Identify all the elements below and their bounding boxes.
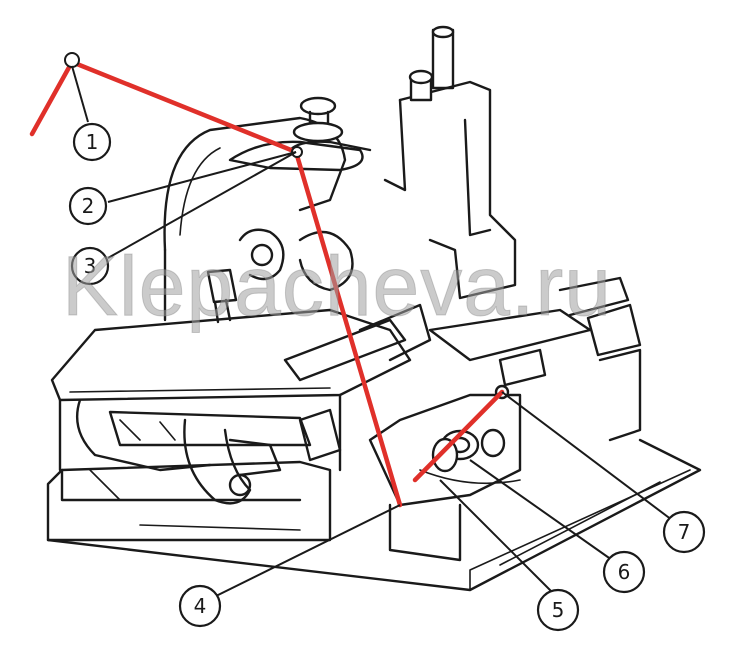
cloth-plate	[428, 276, 642, 442]
callout-label: 5	[552, 598, 565, 622]
machine-base	[46, 438, 702, 592]
callout-label: 7	[678, 520, 691, 544]
leader-lines	[71, 65, 673, 599]
presser-column	[383, 25, 517, 300]
machine-bed	[50, 308, 412, 472]
callout-2: 2	[68, 186, 108, 226]
thread-path	[29, 52, 505, 508]
thread-guide-1	[64, 52, 80, 68]
callout-label: 3	[84, 254, 97, 278]
callout-5: 5	[536, 588, 580, 632]
thread-line-lower	[412, 389, 505, 483]
callout-label: 1	[86, 130, 99, 154]
thread-line	[29, 59, 403, 508]
looper-mechanism	[75, 398, 342, 505]
front-tension-unit	[368, 384, 522, 562]
callout-4: 4	[178, 584, 222, 628]
callout-3: 3	[70, 246, 110, 286]
callout-label: 6	[618, 560, 631, 584]
callout-1: 1	[72, 122, 112, 162]
callout-7: 7	[662, 510, 706, 554]
needle-bar	[206, 228, 432, 382]
callout-6: 6	[602, 550, 646, 594]
thread-guide-2	[291, 146, 303, 158]
machine-arm	[163, 116, 364, 322]
upper-tension-assembly	[288, 96, 372, 152]
callout-label: 2	[82, 194, 95, 218]
callout-label: 4	[194, 594, 207, 618]
